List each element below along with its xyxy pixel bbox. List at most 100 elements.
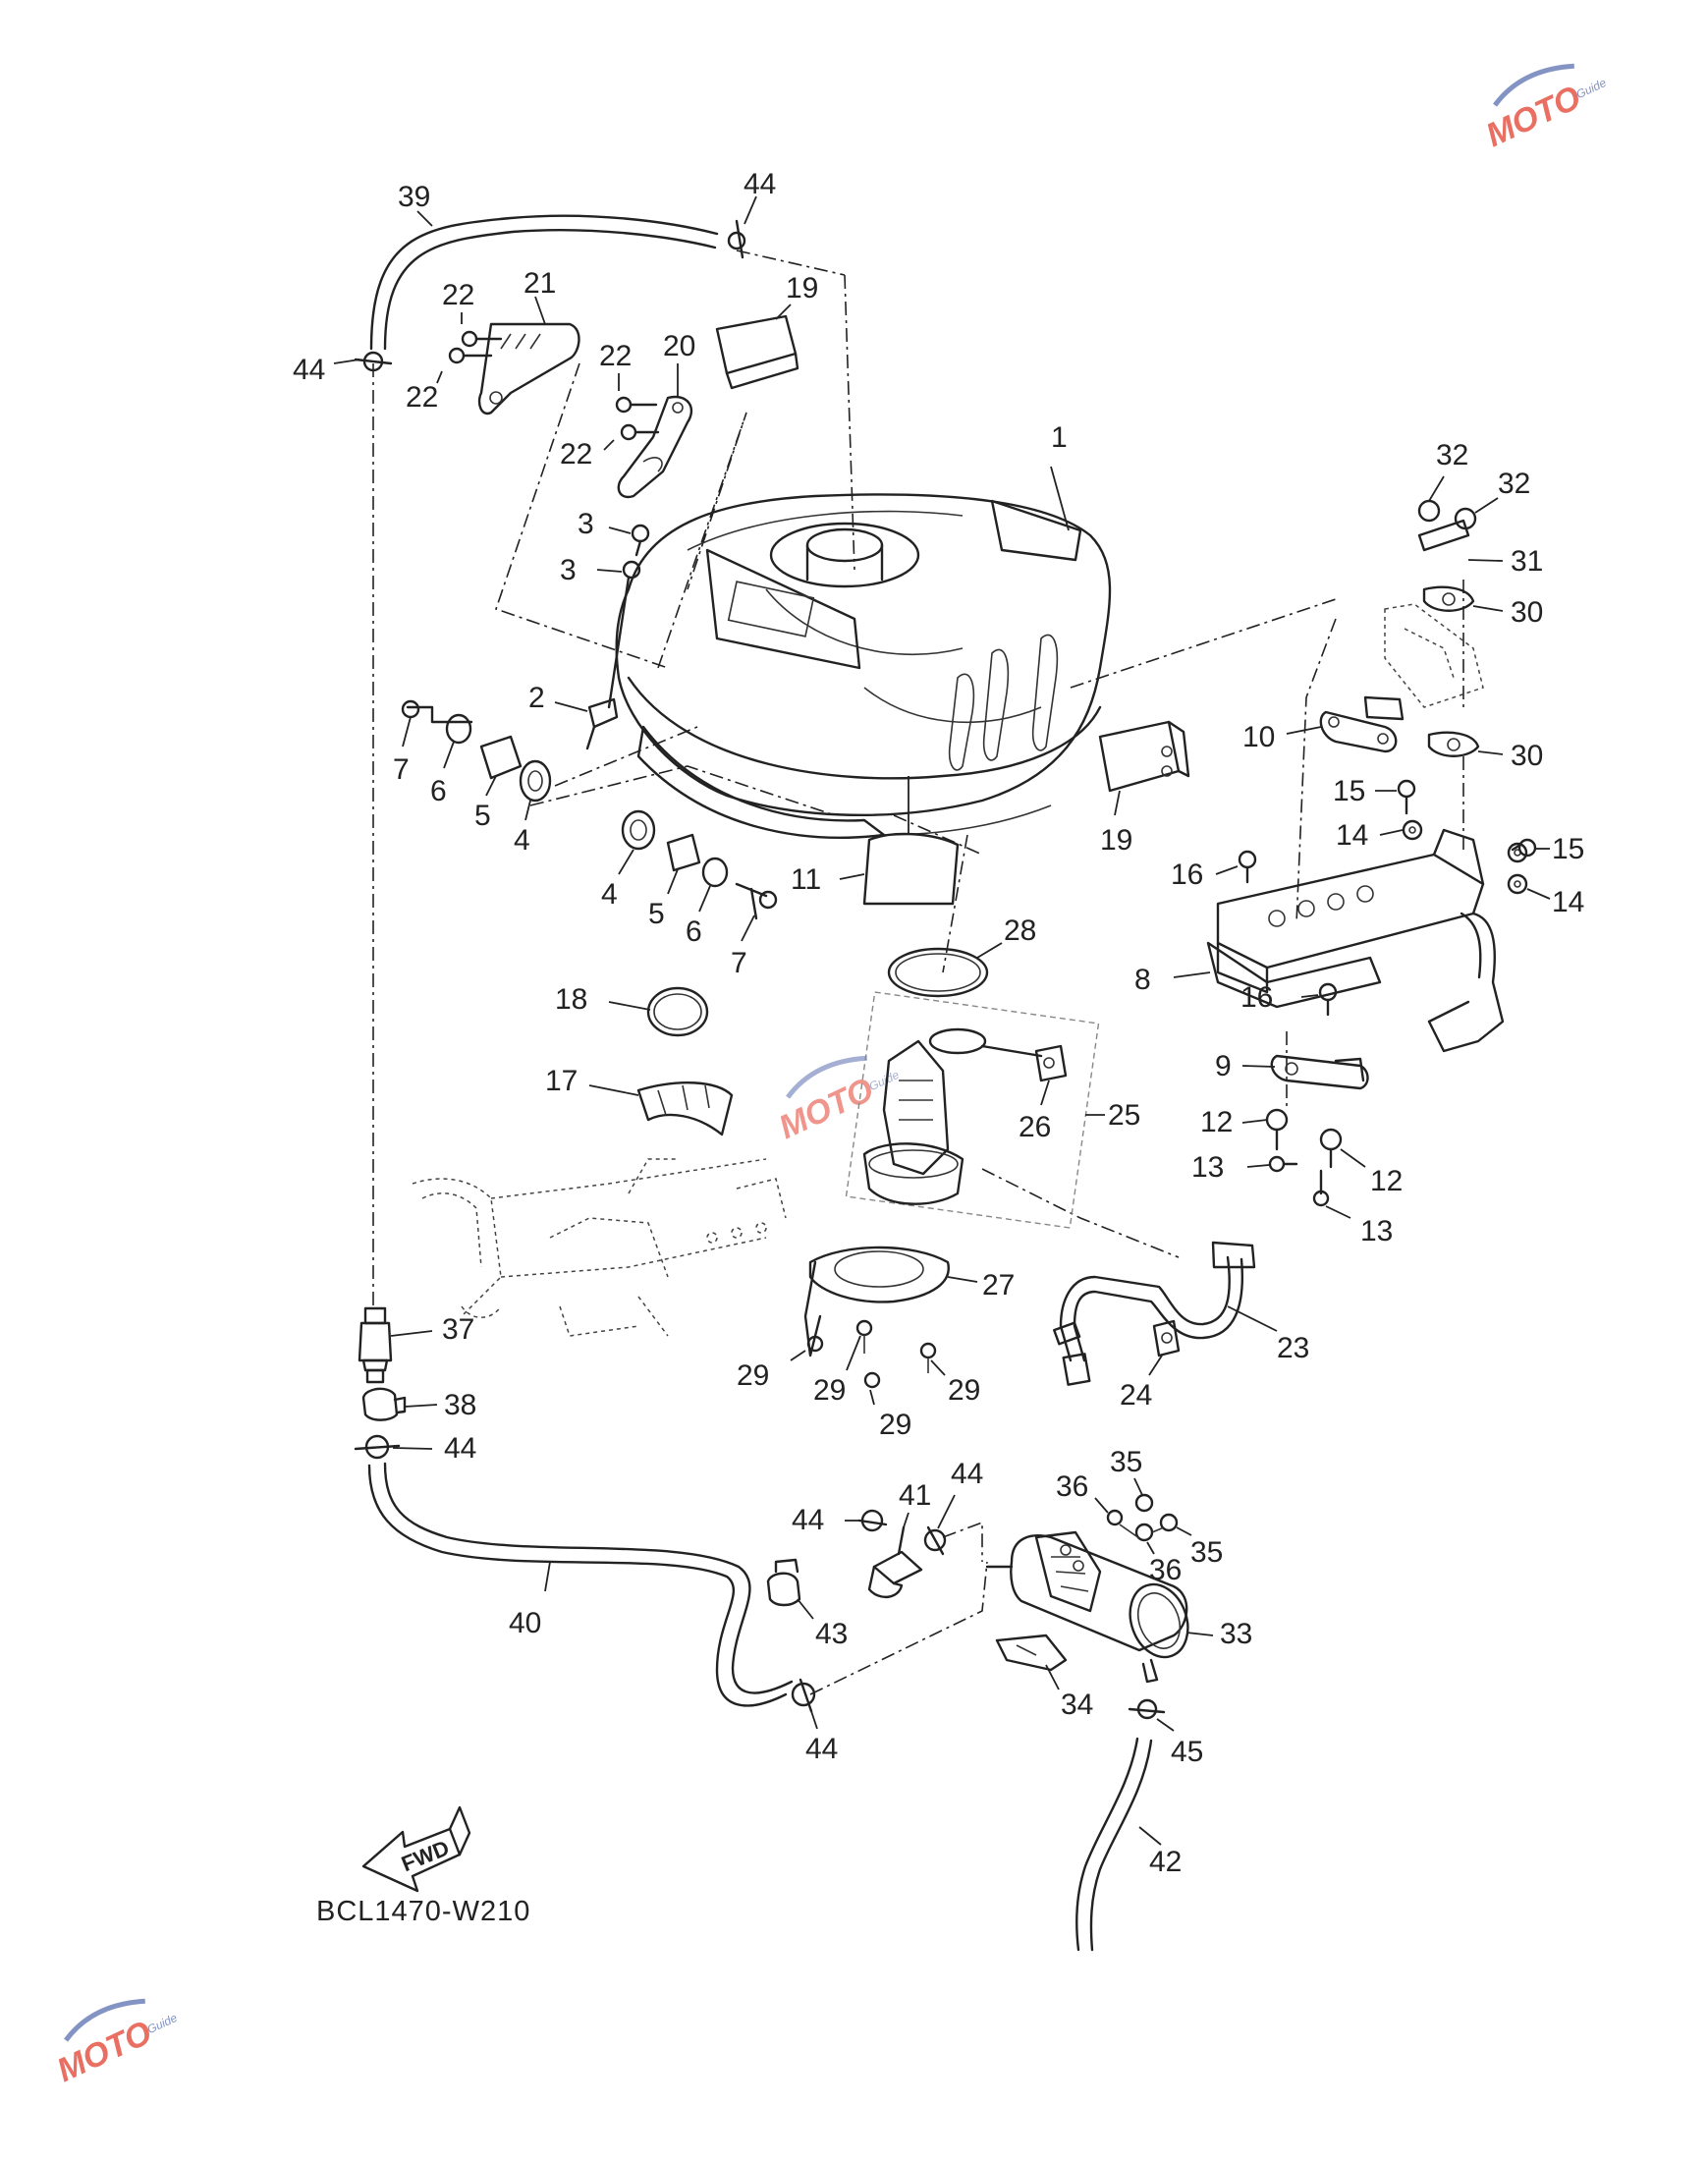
part-44-clip-top <box>727 219 746 259</box>
leader-32b <box>1474 497 1499 514</box>
part-22-bolts-left <box>448 330 503 364</box>
leader-6a <box>443 741 455 769</box>
leader-45 <box>1156 1718 1175 1732</box>
callout-24: 24 <box>1120 1379 1152 1412</box>
leader-8 <box>1173 971 1211 978</box>
callout-44b: 44 <box>293 354 325 386</box>
callout-14a: 14 <box>1336 819 1368 852</box>
part-11-sheet <box>862 776 960 906</box>
leader-16a <box>1215 865 1239 875</box>
part-44-clip-bottom <box>791 1678 816 1713</box>
part-1-fuel-tank <box>615 493 1112 839</box>
callout-11: 11 <box>791 863 821 896</box>
callout-40: 40 <box>509 1607 541 1639</box>
leader-2 <box>554 701 588 712</box>
callout-8: 8 <box>1134 964 1151 996</box>
callout-16b: 16 <box>1240 981 1273 1014</box>
callout-27: 27 <box>982 1269 1015 1302</box>
leader-7b <box>741 914 755 942</box>
callout-32b: 32 <box>1498 468 1530 500</box>
part-38-clamp <box>361 1387 407 1421</box>
leader-23 <box>1227 1305 1278 1332</box>
part-27-plate <box>803 1246 950 1358</box>
part-3-bolts <box>607 524 650 709</box>
callout-15b: 15 <box>1552 833 1584 865</box>
callout-13b: 13 <box>1360 1215 1393 1247</box>
leader-44a <box>744 195 757 225</box>
leader-39 <box>416 210 433 227</box>
leader-14a <box>1379 829 1404 836</box>
leader-31 <box>1467 559 1504 562</box>
leader-29c <box>869 1389 875 1406</box>
leader-44f <box>937 1494 956 1529</box>
callout-36a: 36 <box>1056 1470 1088 1503</box>
part-39-hose <box>369 214 719 351</box>
leader-35b <box>1176 1526 1192 1536</box>
part-17-protector <box>636 1081 734 1136</box>
leader-24 <box>1148 1355 1163 1376</box>
callout-42: 42 <box>1149 1846 1182 1878</box>
leader-27 <box>947 1276 978 1283</box>
callout-34: 34 <box>1061 1689 1093 1721</box>
callout-22a: 22 <box>442 279 474 311</box>
fwd-arrow-icon: FWD <box>361 1805 471 1893</box>
callout-13a: 13 <box>1191 1151 1224 1184</box>
callout-44d: 44 <box>805 1733 838 1765</box>
parts-35-36-bolts <box>1106 1493 1179 1542</box>
leader-16b <box>1300 994 1319 998</box>
callout-29b: 29 <box>813 1374 846 1407</box>
diagram-code: BCL1470-W210 <box>316 1896 530 1927</box>
leader-5a <box>485 775 497 797</box>
callout-16a: 16 <box>1171 859 1203 891</box>
part-19-cushion-right <box>1098 720 1190 793</box>
callout-6b: 6 <box>686 915 702 948</box>
callout-30a: 30 <box>1511 596 1543 629</box>
leader-1 <box>1050 466 1070 531</box>
leader-6b <box>698 885 711 913</box>
part-22-bolts-center <box>615 396 660 441</box>
leader-12b <box>1340 1148 1366 1168</box>
leader-38 <box>404 1404 438 1408</box>
leader-42 <box>1138 1826 1162 1846</box>
leader-41 <box>903 1512 909 1528</box>
callout-7a: 7 <box>393 753 410 786</box>
callout-15a: 15 <box>1333 775 1365 807</box>
part-24-clip <box>1152 1319 1181 1358</box>
parts-30-32-mount <box>1384 499 1484 757</box>
leader-19a <box>775 304 792 320</box>
part-41-joint <box>867 1525 923 1598</box>
callout-45: 45 <box>1171 1736 1203 1768</box>
callout-33: 33 <box>1220 1618 1252 1650</box>
leader-36b <box>1146 1541 1155 1555</box>
part-20-bracket <box>617 395 693 499</box>
callout-31: 31 <box>1511 545 1543 578</box>
leader-44c <box>392 1447 433 1450</box>
leader-3b <box>596 569 623 573</box>
leader-10 <box>1286 726 1322 735</box>
callout-44f: 44 <box>951 1458 983 1490</box>
leader-22d <box>603 439 615 451</box>
leader-17 <box>588 1084 639 1096</box>
leader-26 <box>1040 1080 1050 1106</box>
parts-4-7-upper <box>401 699 698 803</box>
part-33-canister <box>985 1530 1189 1684</box>
leader-35a <box>1133 1477 1143 1496</box>
callout-14b: 14 <box>1552 886 1584 918</box>
callout-18: 18 <box>555 983 587 1016</box>
part-45-clip <box>1128 1698 1166 1720</box>
callout-10: 10 <box>1242 721 1275 753</box>
part-23-fuel-hose <box>1053 1241 1256 1386</box>
callout-35b: 35 <box>1190 1536 1223 1569</box>
watermark-bottom-left: MOTO Guide <box>51 1998 180 2089</box>
svg-text:Guide: Guide <box>1574 76 1609 101</box>
callout-12b: 12 <box>1370 1165 1403 1197</box>
leader-13a <box>1246 1164 1270 1168</box>
leader-30a <box>1472 605 1504 612</box>
leader-40 <box>544 1561 551 1592</box>
callout-4b: 4 <box>601 878 618 911</box>
leader-29a <box>790 1350 806 1361</box>
leader-18 <box>608 1001 651 1011</box>
part-40-hose <box>367 1462 794 1707</box>
leader-4b <box>618 849 634 875</box>
